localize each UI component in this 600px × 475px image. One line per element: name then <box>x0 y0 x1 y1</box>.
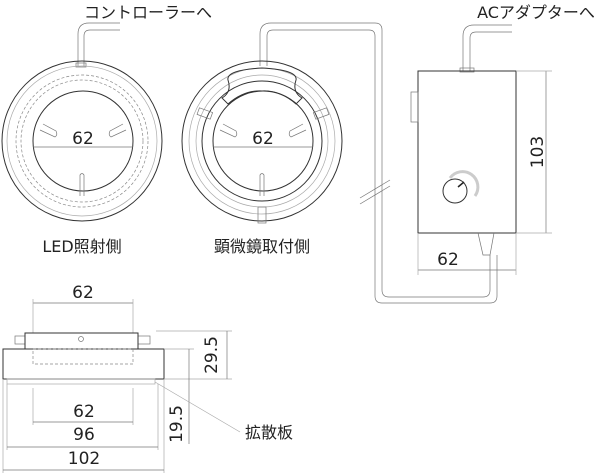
diffuser-label: 拡散板 <box>245 423 293 442</box>
ring-side-view: 62 29.5 19.5 62 96 102 拡散板 <box>2 283 293 473</box>
side-total-height: 29.5 <box>202 336 222 374</box>
controller-box: 103 62 <box>410 24 552 275</box>
cable <box>259 22 498 304</box>
side-outer-width: 102 <box>68 449 100 469</box>
power-switch <box>410 91 419 123</box>
ring-front-view: 62 <box>1 22 163 222</box>
diffuser-leader <box>154 381 241 433</box>
cable <box>77 22 120 66</box>
led-side-label: LED照射側 <box>42 237 121 256</box>
microscope-side-label: 顕微鏡取付側 <box>214 237 310 256</box>
side-top-width: 62 <box>72 283 94 303</box>
back-inner-diameter: 62 <box>252 129 274 149</box>
controller-height: 103 <box>528 136 548 168</box>
to-ac-adapter-label: ACアダプターへ <box>477 3 595 22</box>
side-body-height: 19.5 <box>167 405 187 443</box>
dial-knob <box>442 178 468 204</box>
ring-back-view: 62 <box>181 22 498 304</box>
controller-width: 62 <box>437 250 459 270</box>
side-diffuser-width: 96 <box>73 425 95 445</box>
side-inner: 62 <box>73 402 95 422</box>
to-controller-label: コントローラーへ <box>84 3 212 22</box>
front-inner-diameter: 62 <box>72 129 94 149</box>
